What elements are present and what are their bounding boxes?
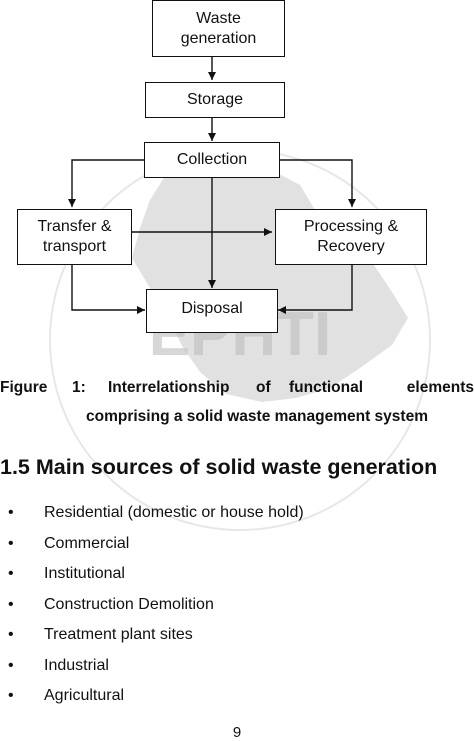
caption-word: elements [406, 379, 474, 396]
bullet-icon: • [8, 595, 14, 613]
bullet-icon: • [8, 504, 14, 521]
arrow-collection-to-transfer [68, 159, 144, 207]
box-disposal-label: Disposal [181, 300, 243, 317]
box-waste-generation-line1: Waste [196, 9, 241, 27]
bullet-icon: • [8, 656, 14, 674]
box-collection-label: Collection [176, 151, 248, 168]
figure-caption-line1: Figure 1: Interrelationship of functiona… [0, 379, 474, 397]
list-item-text: Treatment plant sites [44, 626, 193, 643]
section-heading: 1.5 Main sources of solid waste generati… [0, 455, 438, 479]
arrow-collection-to-processing [280, 159, 356, 207]
box-transfer-transport: Transfer & transport [17, 209, 132, 265]
caption-word: of [256, 379, 271, 396]
bullet-icon: • [8, 534, 14, 552]
box-storage: Storage [145, 82, 285, 118]
list-item-text: Agricultural [44, 687, 125, 704]
bullet-icon: • [8, 565, 14, 582]
box-processing-line1: Processing & [303, 218, 399, 235]
diagram-connectors [68, 57, 356, 314]
box-processing-recovery: Processing & Recovery [275, 209, 427, 265]
ethiopia-map-silhouette [132, 150, 408, 402]
box-disposal: Disposal [146, 289, 278, 333]
bullet-icon: • [8, 687, 14, 704]
list-item-text: Industrial [44, 656, 109, 674]
list-item-text: Commercial [44, 534, 130, 552]
box-waste-generation-line2: generation [180, 29, 257, 47]
box-storage-label: Storage [186, 91, 244, 108]
figure-caption-line2: comprising a solid waste management syst… [86, 408, 428, 425]
box-collection: Collection [144, 142, 280, 178]
list-item-text: Construction Demolition [44, 595, 214, 613]
box-processing-line2: Recovery [317, 238, 385, 255]
caption-word: Interrelationship [108, 379, 230, 396]
box-transfer-line2: transport [42, 238, 107, 255]
list-item-text: Institutional [44, 565, 125, 582]
arrow-processing-to-disposal [278, 265, 353, 314]
list-item-text: Residential (domestic or house hold) [44, 504, 304, 521]
bullet-icon: • [8, 626, 14, 643]
arrow-transfer-to-disposal [71, 265, 145, 314]
caption-word: Figure [0, 379, 48, 396]
page-number: 9 [232, 724, 242, 741]
caption-word: 1: [72, 379, 86, 396]
box-waste-generation: Waste generation [152, 0, 285, 57]
waste-management-diagram: Waste generation Storage Collection Tran… [0, 0, 474, 345]
box-transfer-line1: Transfer & [37, 218, 112, 235]
caption-word: functional [289, 379, 364, 396]
